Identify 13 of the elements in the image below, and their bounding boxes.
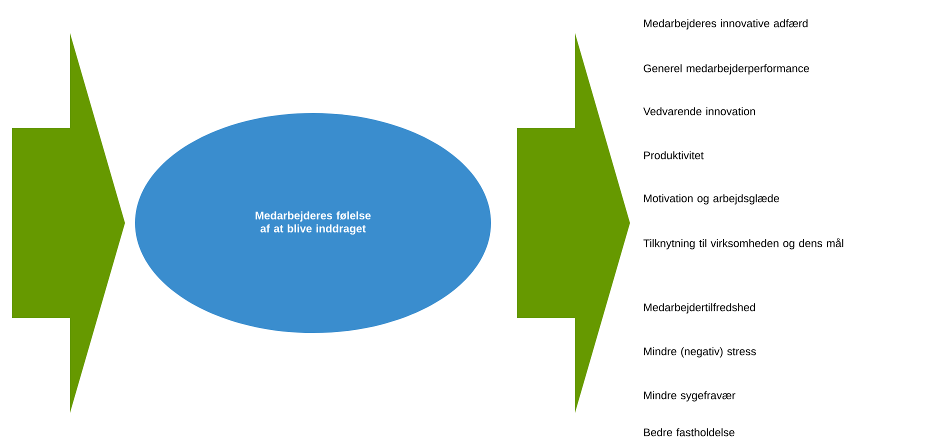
block-arrow <box>12 33 125 413</box>
list-item: Produktivitet <box>644 151 704 160</box>
list-item: Motivation og arbejdsglæde <box>644 194 780 204</box>
list-item: Mindre sygefravær <box>644 391 736 402</box>
list-item: Bedre fastholdelse <box>644 428 734 436</box>
list-item: Mindre (negativ) stress <box>644 347 756 358</box>
list-item: Medarbejderes innovative adfærd <box>644 19 808 30</box>
list-item: Generel medarbejderperformance <box>644 64 809 74</box>
list-item: Tilknytning til virksomheden og dens mål <box>643 238 844 250</box>
ellipse-node: Medarbejderes følelse af at blive inddraget <box>135 113 491 333</box>
block-arrow <box>517 33 630 413</box>
list-item: Medarbejdertilfredshed <box>644 303 755 314</box>
list-item: Vedvarende innovation <box>643 107 755 116</box>
